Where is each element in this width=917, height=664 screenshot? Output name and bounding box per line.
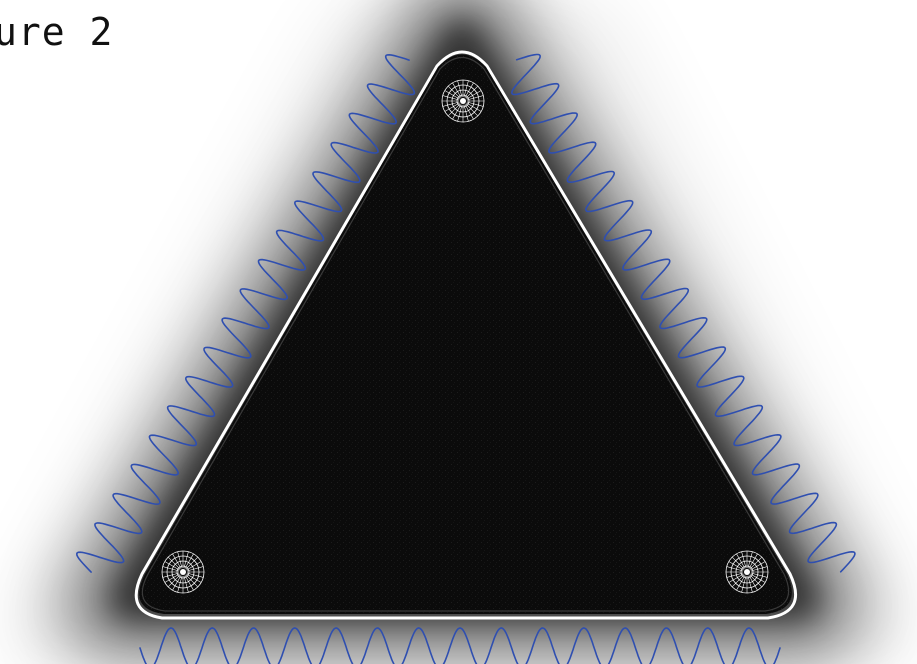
bottom-left-corner-marker	[162, 551, 204, 593]
bottom-right-corner-marker	[726, 551, 768, 593]
top-corner-marker	[442, 80, 484, 122]
